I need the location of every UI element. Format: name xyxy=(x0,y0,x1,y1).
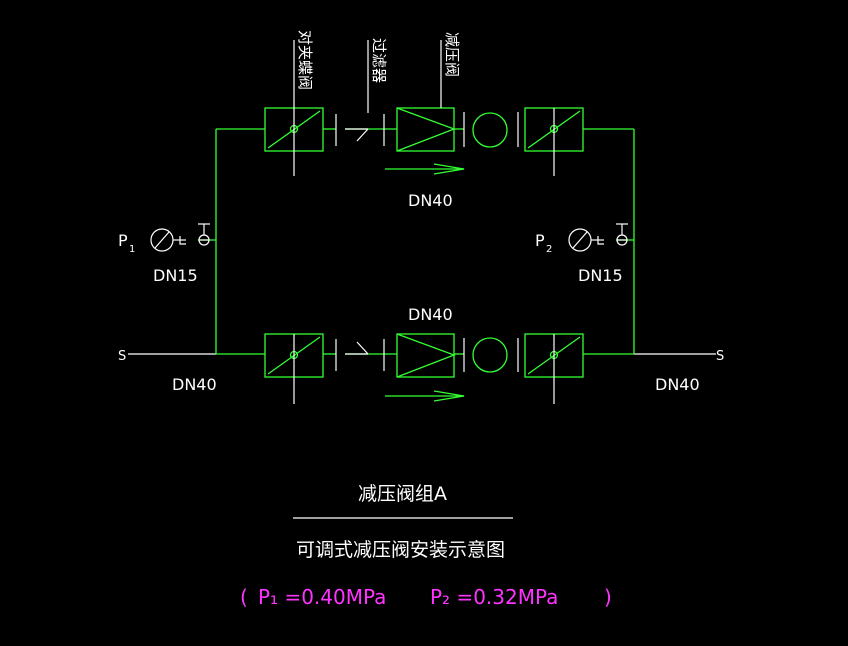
outlet-mark: S xyxy=(716,349,724,364)
flexible-joint-icon xyxy=(463,112,519,148)
bottom-branch-components xyxy=(264,333,584,404)
strainer-icon xyxy=(335,339,385,371)
diagram-title: 减压阀组A xyxy=(358,483,447,505)
butterfly-valve-icon xyxy=(264,40,324,176)
p2-subscript: 2 xyxy=(546,244,552,255)
pipe-bottom-size: DN40 xyxy=(408,305,453,324)
top-branch-components xyxy=(264,40,584,176)
pressure-reducing-valve-icon xyxy=(396,333,456,378)
pressure-gauge-right: P 2 DN15 xyxy=(535,223,634,285)
label-reducing-valve: 减压阀 xyxy=(443,32,461,77)
label-butterfly-valve: 对夹蝶阀 xyxy=(296,30,314,90)
butterfly-valve-icon xyxy=(524,333,584,404)
pressure-reducing-valve-icon xyxy=(396,40,456,152)
outlet-pipe-size: DN40 xyxy=(655,375,700,394)
butterfly-valve-icon xyxy=(264,333,324,404)
diagram-subtitle: 可调式减压阀安装示意图 xyxy=(296,539,505,561)
p1-symbol: P xyxy=(118,231,128,250)
butterfly-valve-icon xyxy=(524,107,584,176)
label-strainer: 过滤器 xyxy=(370,38,388,83)
flow-arrow-icon xyxy=(385,163,465,175)
p2-symbol: P xyxy=(535,231,545,250)
gauge-left-size: DN15 xyxy=(153,266,198,285)
flow-arrow-icon xyxy=(385,390,465,402)
flexible-joint-icon xyxy=(463,337,519,373)
inlet-pipe-size: DN40 xyxy=(172,375,217,394)
pressure-gauge-left: P 1 DN15 xyxy=(118,223,216,285)
pressure-note-close: ) xyxy=(604,585,612,609)
strainer-icon xyxy=(335,40,385,146)
p1-subscript: 1 xyxy=(129,244,135,255)
pressure-note-open: ( xyxy=(240,585,248,609)
inlet-mark: S xyxy=(118,349,126,364)
pipe-top-size: DN40 xyxy=(408,191,453,210)
gauge-right-size: DN15 xyxy=(578,266,623,285)
pressure-note-p2: P₂ =0.32MPa xyxy=(430,585,558,609)
pressure-note-p1: P₁ =0.40MPa xyxy=(258,585,386,609)
